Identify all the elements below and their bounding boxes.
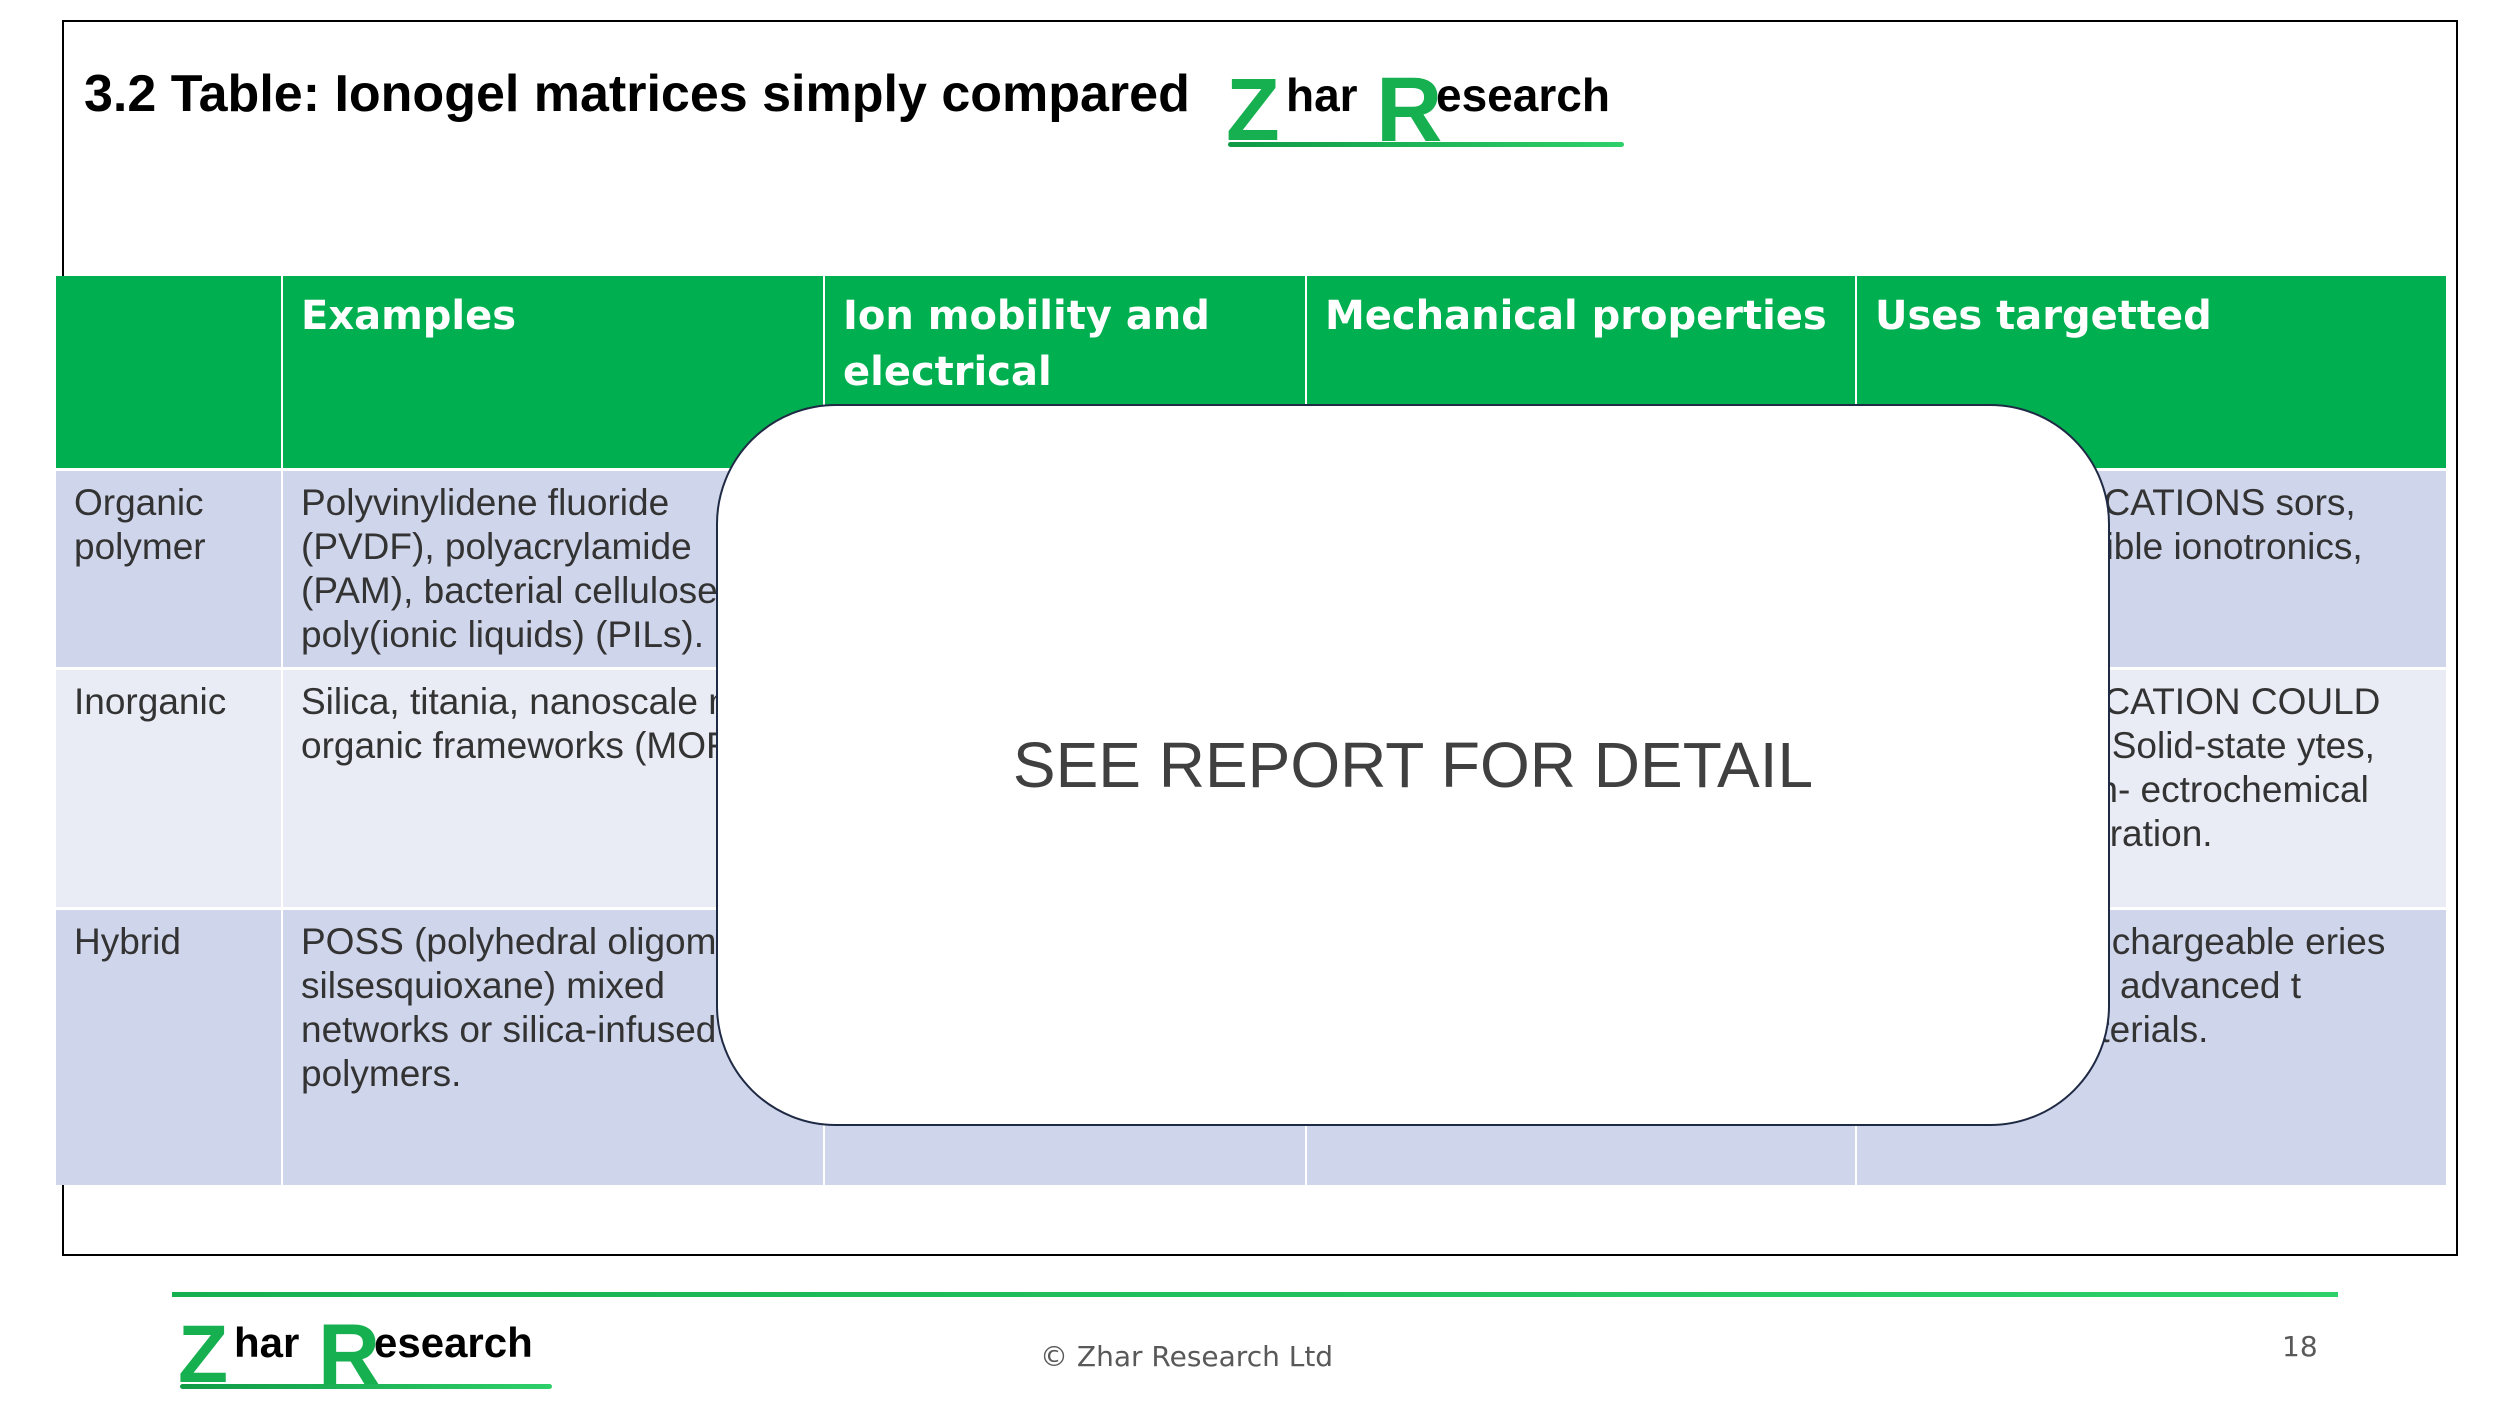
slide-title: 3.2 Table: Ionogel matrices simply compa… — [84, 65, 1190, 123]
footer-logo-r: R — [318, 1307, 381, 1403]
logo-z: Z — [1226, 60, 1280, 159]
row-label: Hybrid — [56, 907, 282, 1185]
header-cell-blank — [56, 276, 282, 470]
footer-logo-underline — [180, 1384, 552, 1389]
footer-logo-har: har — [234, 1319, 300, 1366]
see-report-overlay: SEE REPORT FOR DETAIL — [716, 404, 2110, 1126]
zhar-research-logo: Z har R esearch — [1226, 62, 1626, 156]
row-label: Inorganic — [56, 667, 282, 909]
overlay-text: SEE REPORT FOR DETAIL — [1012, 729, 1814, 801]
copyright-text: © Zhar Research Ltd — [1040, 1340, 1334, 1373]
logo-underline — [1228, 142, 1624, 147]
logo-esearch: esearch — [1436, 69, 1610, 121]
logo-r: R — [1376, 59, 1443, 161]
footer-divider — [172, 1292, 2338, 1297]
page-number: 18 — [2282, 1330, 2318, 1363]
logo-har: har — [1286, 69, 1358, 121]
header-cell-examples: Examples — [281, 276, 824, 470]
footer-zhar-research-logo: Z har R esearch — [178, 1310, 556, 1398]
row-label: Organic polymer — [56, 468, 282, 669]
footer-logo-z: Z — [178, 1309, 229, 1400]
footer-logo-esearch: esearch — [374, 1319, 533, 1366]
